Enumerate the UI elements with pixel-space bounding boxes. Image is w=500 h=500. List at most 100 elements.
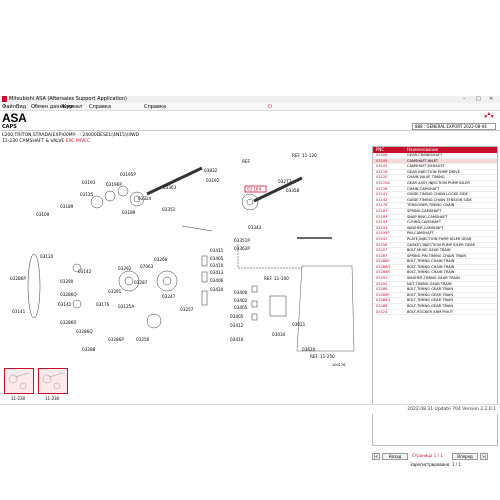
callout-label[interactable]: 03109 — [36, 212, 50, 217]
callout-label[interactable]: 03142 — [58, 302, 72, 307]
callout-label[interactable]: 03420 — [210, 287, 224, 292]
callout-label[interactable]: 03141 — [12, 309, 26, 314]
callout-label[interactable]: 03266 — [154, 257, 168, 262]
rocker-assembly[interactable] — [269, 295, 287, 317]
prev-page-button[interactable]: Назад — [382, 453, 408, 460]
parts-diagram[interactable]: 03195P 03125 03196P 03193 03189 03109 03… — [2, 146, 370, 368]
callout-label[interactable]: 03193 — [82, 180, 96, 185]
callout-label[interactable]: 03405 — [210, 256, 224, 261]
highlight-box[interactable] — [244, 185, 267, 193]
callout-label[interactable]: 03410 — [210, 263, 224, 268]
header-name[interactable]: Наименование — [407, 147, 439, 152]
callout-label[interactable]: 03125 — [80, 192, 94, 197]
callout-label[interactable]: 03363 — [163, 185, 177, 190]
callout-label[interactable]: 03292 — [118, 266, 132, 271]
callout-label[interactable]: 03189 — [60, 204, 74, 209]
first-page-button[interactable]: |< — [372, 453, 380, 460]
callout-label[interactable]: 03402 — [234, 298, 248, 303]
callout-label[interactable]: 03291 — [108, 289, 122, 294]
menu-file[interactable]: Файл — [2, 104, 16, 110]
washer-1[interactable] — [90, 195, 104, 209]
callout-label[interactable]: 03358 — [286, 188, 300, 193]
callout-label[interactable]: 03277 — [278, 179, 292, 184]
export-select[interactable]: 888 : GENERAL EXPORT 2022-08-04 — [412, 123, 496, 130]
callout-label[interactable]: 03286P — [108, 337, 124, 342]
callout-label[interactable]: 03290 — [60, 279, 74, 284]
callout-label[interactable]: 03412 — [230, 323, 244, 328]
callout-label[interactable]: 03324 — [138, 196, 152, 201]
close-button[interactable]: ✕ — [489, 96, 494, 102]
callout-label[interactable]: 03256 — [136, 337, 150, 342]
callout-label[interactable]: 03286Q — [60, 292, 77, 297]
ref-label[interactable]: REF. — [242, 159, 251, 164]
callout-label[interactable]: 03288 — [82, 347, 96, 352]
callout-label[interactable]: 03286Q — [76, 329, 93, 334]
ref-label[interactable]: REF. 11-250 — [310, 354, 335, 359]
menu-data-exchange[interactable]: Обмен данными — [31, 104, 74, 110]
callout-label[interactable]: 03196P — [106, 182, 122, 187]
callout-label[interactable]: 03413 — [210, 270, 224, 275]
ref-label[interactable]: REF. 11-100 — [264, 276, 289, 281]
callout-label[interactable]: 03257 — [180, 307, 194, 312]
highlight-label[interactable]: 03 164 — [247, 187, 261, 192]
callout-label[interactable]: 03021 — [292, 322, 306, 327]
thumbnail-1[interactable] — [4, 368, 34, 394]
camshaft-exhaust[interactable] — [253, 176, 303, 203]
callout-label[interactable]: 03195P — [120, 172, 136, 177]
callout-label[interactable]: 03410 — [230, 337, 244, 342]
idler-gear[interactable] — [118, 270, 140, 292]
callout-label[interactable]: 03176 — [96, 302, 110, 307]
callout-label[interactable]: 07063 — [140, 264, 154, 269]
menu-help[interactable]: Справка — [89, 104, 112, 110]
last-page-button[interactable]: >| — [480, 453, 488, 460]
callout-label[interactable]: 03400 — [234, 290, 248, 295]
callout-label[interactable]: 03405 — [234, 305, 248, 310]
callout-label[interactable]: 03192 — [206, 178, 220, 183]
callout-label[interactable]: 03406 — [210, 278, 224, 283]
exit-icon[interactable]: ⏻ — [268, 104, 272, 110]
callout-label[interactable]: 03189 — [122, 210, 136, 215]
callout-label[interactable]: 03620 — [302, 347, 316, 352]
callout-label[interactable]: 03363P — [234, 246, 250, 251]
timing-chain[interactable] — [27, 253, 41, 319]
menu-view[interactable]: Вид — [16, 104, 27, 110]
header-pnc[interactable]: PNC — [376, 147, 385, 152]
callout-label[interactable]: 03120 — [40, 254, 54, 259]
callout-label[interactable]: 03125A — [118, 304, 134, 309]
menu-help-2[interactable]: Справка — [144, 104, 167, 110]
ref-label[interactable]: REF. 11-120 — [292, 153, 317, 158]
cam-gear-1[interactable] — [129, 191, 145, 207]
injection-pump-gear[interactable] — [156, 270, 178, 292]
callout-label[interactable]: 03832 — [204, 168, 218, 173]
callout-label[interactable]: 03247 — [162, 294, 176, 299]
minimize-button[interactable]: – — [463, 96, 466, 102]
callout-label[interactable]: 03351 — [162, 207, 176, 212]
callout-label[interactable]: 03343 — [248, 225, 262, 230]
